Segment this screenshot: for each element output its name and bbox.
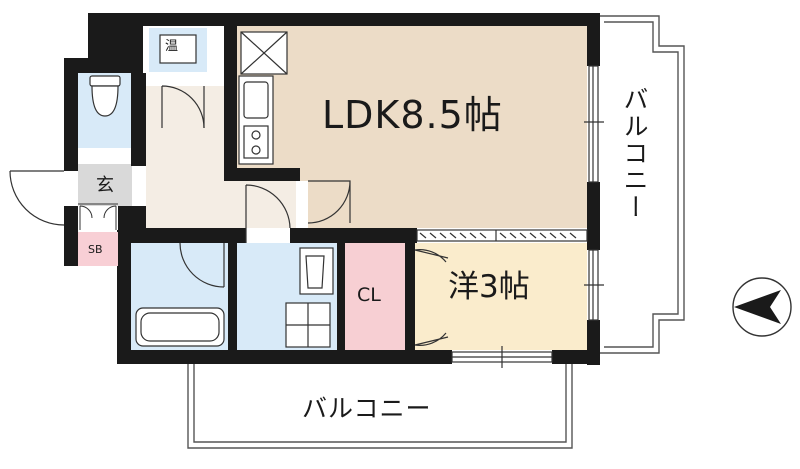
east-balcony: [598, 15, 685, 354]
hallway-floor: [146, 86, 300, 228]
closet-label: CL: [357, 284, 381, 306]
shoe-box: [78, 232, 118, 266]
south-balcony: [187, 362, 573, 449]
entrance-label: 玄: [96, 175, 114, 196]
ldk-room-label: LDK8.5帖: [322, 93, 503, 137]
sink-icon: [299, 247, 334, 295]
bathtub-icon: [135, 307, 225, 347]
western-room-floor: [415, 243, 587, 350]
western-room-label: 洋3帖: [448, 269, 530, 305]
water-heater-label: 温: [165, 39, 179, 54]
water-heater-frame: [159, 34, 197, 64]
shoe-box-label: SB: [88, 243, 103, 256]
stove-icon: [243, 125, 269, 159]
entrance-floor: [78, 164, 132, 206]
toilet-icon: [89, 75, 121, 117]
north-arrow-icon: [732, 277, 792, 337]
sliding-doors: [416, 65, 604, 368]
east-balcony-label: バルコニー: [620, 86, 649, 221]
ventilation-fan-icon: [240, 31, 288, 75]
closet-floor: [345, 243, 405, 350]
shoe-box-doors: [78, 203, 118, 230]
washer-pan-icon: [285, 302, 331, 348]
south-balcony-label: バルコニー: [302, 394, 432, 423]
kitchen-sink-icon: [243, 81, 269, 119]
ldk-floor: [237, 26, 587, 228]
swing-doors: [9, 85, 449, 346]
